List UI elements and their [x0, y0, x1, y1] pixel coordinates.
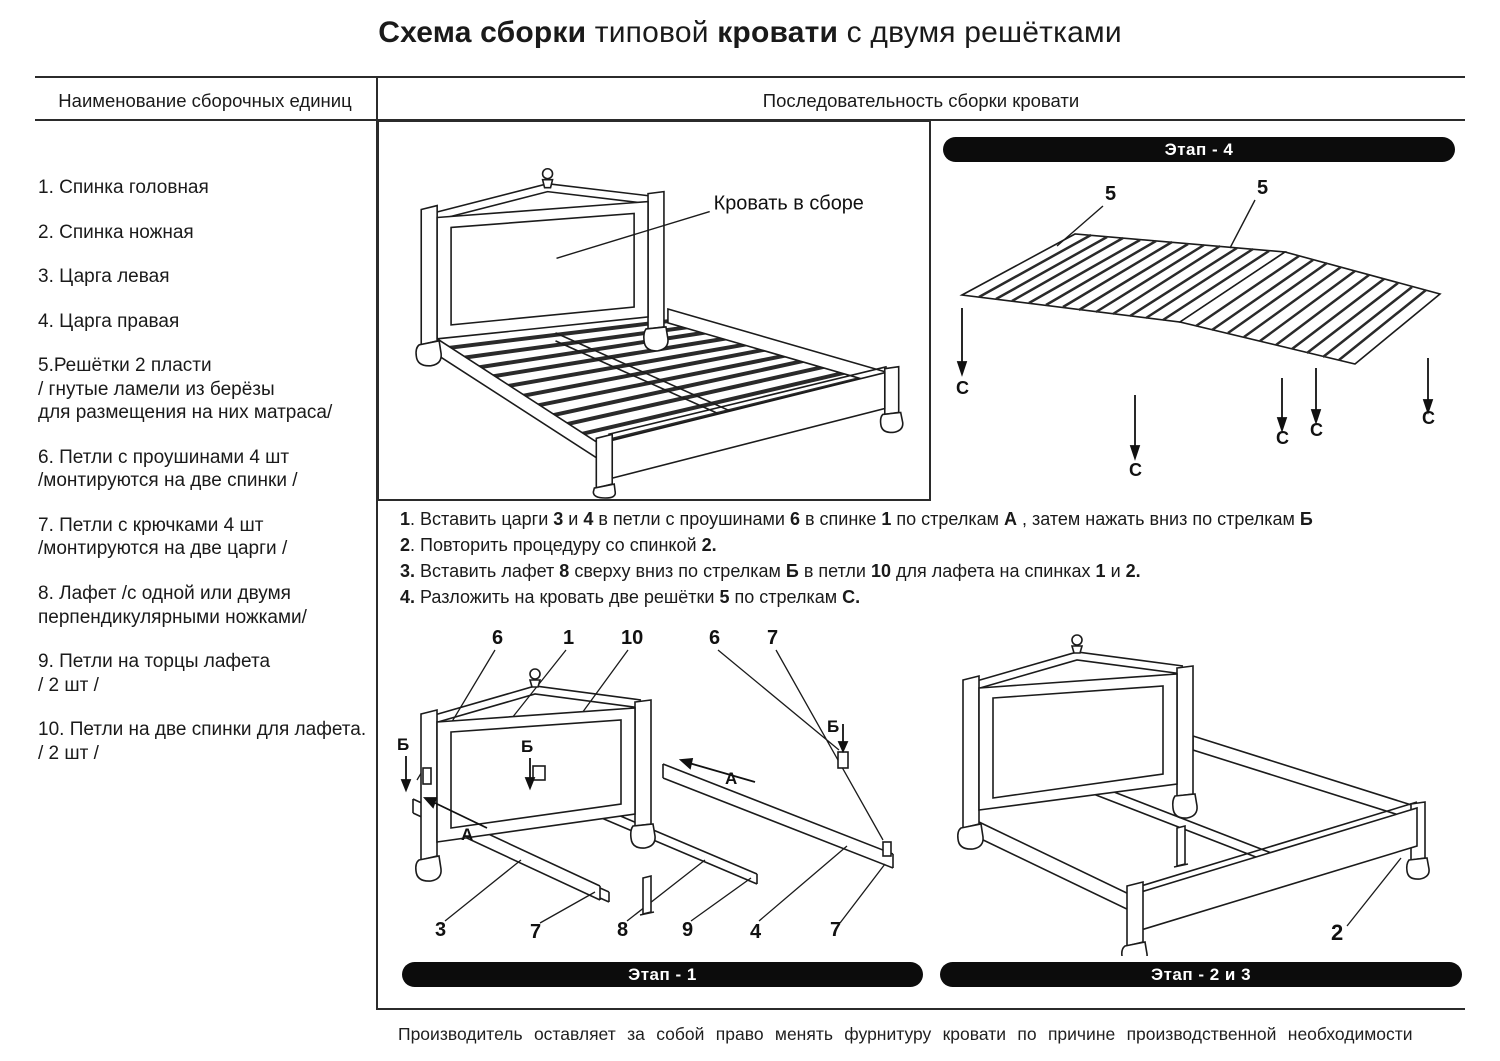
- footer-note: Производитель оставляет за собой право м…: [398, 1024, 1413, 1044]
- callout-number: 1: [563, 627, 574, 649]
- arrow-label-b: Б: [397, 735, 409, 754]
- assembled-label-leader: [556, 210, 710, 259]
- stage1-banner: Этап - 1: [402, 962, 923, 987]
- assembled-bed-label: Кровать в сборе: [714, 193, 864, 215]
- assembly-instructions: 1. Вставить царги 3 и 4 в петли с проуши…: [400, 506, 1462, 610]
- part-item-10: 10. Петли на две спинки для лафета. / 2 …: [38, 719, 367, 764]
- sequence-column-header: Последовательность сборки кровати: [762, 90, 1080, 111]
- callout-number: 3: [435, 919, 446, 941]
- callout-number: 6: [492, 627, 503, 649]
- assembled-bed-panel: Кровать в сборе: [377, 120, 931, 501]
- part-item-6: 6. Петли с проушинами 4 шт /монтируются …: [38, 446, 298, 492]
- arrow-label-c: С: [1276, 428, 1289, 448]
- page-title: Схема сборки типовой кровати с двумя реш…: [378, 16, 1122, 49]
- arrow-label-c: С: [1310, 420, 1323, 440]
- footboard-callout-leader: [1346, 857, 1402, 927]
- part-item-4: 4. Царга правая: [38, 310, 180, 332]
- grate-slats: [978, 233, 1427, 361]
- stage1-headboard: [415, 668, 892, 882]
- arrow-label-a: А: [725, 769, 737, 788]
- frame-far-rail: [1192, 734, 1422, 824]
- direction-arrows-c: [956, 308, 1434, 461]
- part-item-7: 7. Петли с крючками 4 шт /монтируются на…: [38, 514, 288, 560]
- bed-headboard: [415, 167, 669, 367]
- part-item-5: 5.Решётки 2 пласти / гнутые ламели из бе…: [38, 355, 333, 424]
- stage1-arrows: [400, 724, 849, 829]
- grate-label-leaders: [1056, 199, 1256, 249]
- top-divider: [35, 76, 1465, 78]
- bed-footboard: [592, 365, 904, 499]
- stage1-drawing: 6 1 10 6 7 3 7 8 9 4 7 Б Б Б А А: [397, 627, 894, 943]
- part-item-1: 1. Спинка головная: [38, 177, 209, 198]
- instruction-step-3: 3. Вставить лафет 8 сверху вниз по стрел…: [400, 561, 1141, 581]
- callout-number: 7: [767, 627, 778, 649]
- callout-number: 9: [682, 919, 693, 941]
- stage4-panel: Этап - 4 5 5 С С С: [935, 126, 1465, 500]
- bed-lafet-beam: [555, 332, 745, 427]
- callout-number: 10: [621, 627, 643, 649]
- bed-side-rail: [436, 337, 605, 464]
- arrow-label-b: Б: [827, 717, 839, 736]
- callout-number: 8: [617, 919, 628, 941]
- callout-number: 2: [1331, 920, 1343, 945]
- assembled-bed-drawing: Кровать в сборе: [415, 167, 904, 499]
- grate-number-label: 5: [1105, 183, 1116, 205]
- frame-footboard: [1121, 801, 1430, 956]
- part-item-2: 2. Спинка ножная: [38, 221, 194, 243]
- parts-column-header: Наименование сборочных единиц: [58, 90, 352, 111]
- callout-number: 7: [830, 919, 841, 941]
- instruction-step-1: 1. Вставить царги 3 и 4 в петли с проуши…: [400, 509, 1313, 529]
- stage23-drawing: 2: [957, 634, 1430, 956]
- callout-number: 4: [750, 921, 762, 943]
- stage1-tsarga-right: [662, 763, 894, 869]
- arrow-label-c: С: [1422, 408, 1435, 428]
- callout-number: 6: [709, 627, 720, 649]
- frame-near-rail: [978, 820, 1134, 914]
- arrow-label-a: А: [461, 825, 473, 844]
- column-divider: [376, 76, 378, 1010]
- part-item-3: 3. Царга левая: [38, 266, 170, 288]
- frame-headboard: [957, 634, 1198, 850]
- callout-number: 7: [530, 921, 541, 943]
- grate-number-label: 5: [1257, 177, 1268, 199]
- stage1-tsarga-left: [412, 798, 610, 903]
- footer-divider: [376, 1008, 1465, 1010]
- stage4-drawing: 5 5 С С С С С: [956, 177, 1442, 480]
- instruction-step-4: 4. Разложить на кровать две решётки 5 по…: [400, 587, 861, 607]
- instruction-step-2: 2. Повторить процедуру со спинкой 2.: [400, 535, 717, 555]
- stage1-panel: 6 1 10 6 7 3 7 8 9 4 7 Б Б Б А А Этап - …: [395, 618, 930, 990]
- part-item-8: 8. Лафет /с одной или двумя перпендикуля…: [38, 583, 307, 628]
- stage23-banner: Этап - 2 и 3: [940, 962, 1462, 987]
- part-item-9: 9. Петли на торцы лафета / 2 шт /: [38, 651, 271, 696]
- stage4-banner: Этап - 4: [943, 137, 1455, 162]
- stage23-panel: 2 Этап - 2 и 3: [935, 618, 1465, 990]
- arrow-label-c: С: [1129, 460, 1142, 480]
- arrow-label-c: С: [956, 378, 969, 398]
- arrow-label-b: Б: [521, 737, 533, 756]
- parts-list: 1. Спинка головная 2. Спинка ножная 3. Ц…: [38, 176, 370, 786]
